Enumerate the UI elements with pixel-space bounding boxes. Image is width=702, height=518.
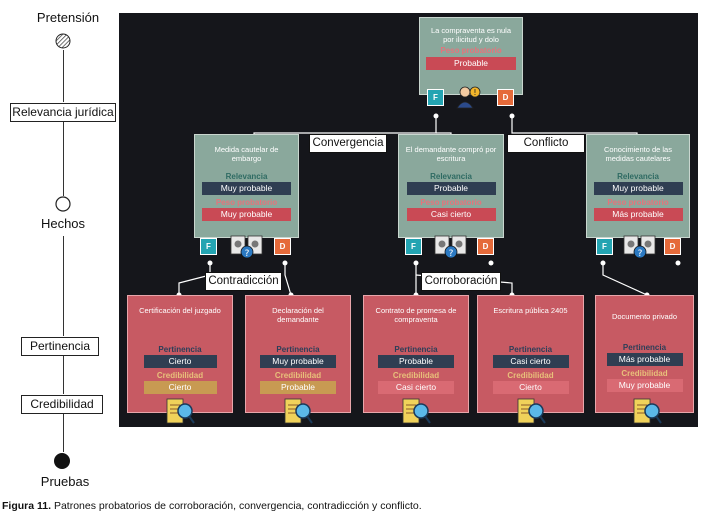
evidence-card-5: Documento privado Pertinencia Más probab…: [595, 295, 694, 413]
legend-pruebas-label: Pruebas: [40, 474, 90, 489]
fact-2-d-button[interactable]: D: [477, 238, 494, 255]
fact-1-evidence-icon: ?: [230, 235, 263, 259]
relevancia-label: Relevancia: [430, 172, 472, 181]
fact-3-d-button[interactable]: D: [664, 238, 681, 255]
peso-probatorio-value: Probable: [426, 57, 516, 70]
svg-text:?: ?: [449, 249, 454, 259]
evidence-title: Contrato de promesa de compraventa: [375, 306, 457, 324]
credibilidad-value: Cierto: [143, 381, 217, 394]
peso-probatorio-label: Peso probatorio: [215, 198, 278, 207]
relevancia-label: Relevancia: [225, 172, 268, 181]
figure-caption-label: Figura 11.: [2, 500, 52, 512]
evidence-title: Documento privado: [611, 312, 678, 321]
figure-caption: Figura 11. Patrones probatorios de corro…: [2, 500, 422, 512]
pretension-card: La compraventa es nula por ilicitud y do…: [419, 17, 523, 95]
pretension-title: La compraventa es nula por ilicitud y do…: [430, 26, 512, 44]
fact-card-3: Conocimiento de las medidas cautelares R…: [586, 134, 690, 238]
fact-3-evidence-icon: ?: [623, 235, 656, 259]
fact-3-f-button[interactable]: F: [596, 238, 613, 255]
credibilidad-label: Credibilidad: [621, 369, 668, 378]
document-magnifier-icon: [517, 398, 546, 424]
legend-pertinencia-box: Pertinencia: [21, 337, 99, 356]
relevancia-label: Relevancia: [617, 172, 659, 181]
contradiccion-label: Contradicción: [205, 272, 282, 291]
svg-text:?: ?: [638, 249, 643, 259]
credibilidad-value: Probable: [260, 381, 336, 394]
pretension-hatched-circle-icon: [55, 33, 71, 49]
pertinencia-value: Casi cierto: [492, 355, 569, 368]
fact-1-f-button[interactable]: F: [200, 238, 217, 255]
evidence-card-1: Certificación del juzgado Pertinencia Ci…: [127, 295, 233, 413]
credibilidad-label: Credibilidad: [392, 371, 440, 380]
evidence-title: Declaración del demandante: [272, 306, 324, 324]
pruebas-filled-circle-icon: [54, 453, 70, 469]
conflicto-label: Conflicto: [507, 134, 585, 153]
fact-title: Conocimiento de las medidas cautelares: [604, 145, 672, 163]
pertinencia-value: Cierto: [143, 355, 217, 368]
pertinencia-value: Más probable: [606, 353, 683, 366]
pertinencia-value: Muy probable: [260, 355, 336, 368]
document-magnifier-icon: [166, 398, 195, 424]
peso-probatorio-label: Peso probatorio: [420, 198, 482, 207]
legend-credibilidad-box: Credibilidad: [21, 395, 103, 414]
svg-text:!: !: [473, 88, 476, 97]
evidence-card-2: Declaración del demandante Pertinencia M…: [245, 295, 351, 413]
credibilidad-value: Casi cierto: [378, 381, 454, 394]
fact-card-1: Medida cautelar de embargo Relevancia Mu…: [194, 134, 299, 238]
pertinencia-label: Pertinencia: [508, 345, 553, 354]
fact-2-evidence-icon: ?: [434, 235, 467, 259]
relevancia-value: Probable: [406, 182, 496, 195]
credibilidad-value: Muy probable: [606, 379, 683, 392]
legend-line: [63, 236, 64, 336]
peso-probatorio-label: Peso probatorio: [607, 198, 669, 207]
top-f-button[interactable]: F: [427, 89, 444, 106]
legend-line: [63, 356, 64, 394]
svg-text:?: ?: [245, 249, 250, 259]
pertinencia-label: Pertinencia: [276, 345, 320, 354]
relevancia-value: Muy probable: [593, 182, 683, 195]
peso-probatorio-label: Peso probatorio: [440, 46, 502, 55]
judge-icon: !: [456, 86, 481, 109]
credibilidad-label: Credibilidad: [156, 371, 204, 380]
relevancia-value: Muy probable: [202, 182, 291, 195]
evidence-title: Certificación del juzgado: [139, 306, 221, 315]
credibilidad-label: Credibilidad: [507, 371, 554, 380]
fact-title: El demandante compró por escritura: [405, 145, 497, 163]
document-magnifier-icon: [633, 398, 662, 424]
pertinencia-label: Pertinencia: [622, 343, 667, 352]
legend-hechos-label: Hechos: [40, 216, 86, 231]
pertinencia-label: Pertinencia: [394, 345, 438, 354]
legend-line: [63, 50, 64, 102]
legend-line: [63, 414, 64, 452]
legend-pretension-label: Pretensión: [36, 10, 100, 25]
peso-probatorio-value: Casi cierto: [406, 208, 496, 221]
credibilidad-label: Credibilidad: [274, 371, 322, 380]
fact-title: Medida cautelar de embargo: [214, 145, 279, 163]
fact-card-2: El demandante compró por escritura Relev…: [398, 134, 504, 238]
document-magnifier-icon: [402, 398, 431, 424]
evidence-card-3: Contrato de promesa de compraventa Perti…: [363, 295, 469, 413]
pertinencia-label: Pertinencia: [158, 345, 202, 354]
figure-caption-text: Patrones probatorios de corroboración, c…: [53, 500, 422, 512]
document-magnifier-icon: [284, 398, 313, 424]
hechos-circle-icon: [55, 196, 71, 212]
fact-2-f-button[interactable]: F: [405, 238, 422, 255]
top-d-button[interactable]: D: [497, 89, 514, 106]
diagram-connector-lines: [176, 113, 681, 298]
convergencia-label: Convergencia: [309, 134, 387, 153]
legend-line: [63, 122, 64, 196]
corroboracion-label: Corroboración: [421, 272, 501, 291]
evidence-title: Escritura pública 2405: [493, 306, 568, 315]
pertinencia-value: Probable: [378, 355, 454, 368]
credibilidad-value: Cierto: [492, 381, 569, 394]
legend-relevancia-box: Relevancia jurídica: [10, 103, 116, 122]
peso-probatorio-value: Más probable: [593, 208, 683, 221]
fact-1-d-button[interactable]: D: [274, 238, 291, 255]
evidence-card-4: Escritura pública 2405 Pertinencia Casi …: [477, 295, 584, 413]
peso-probatorio-value: Muy probable: [202, 208, 291, 221]
